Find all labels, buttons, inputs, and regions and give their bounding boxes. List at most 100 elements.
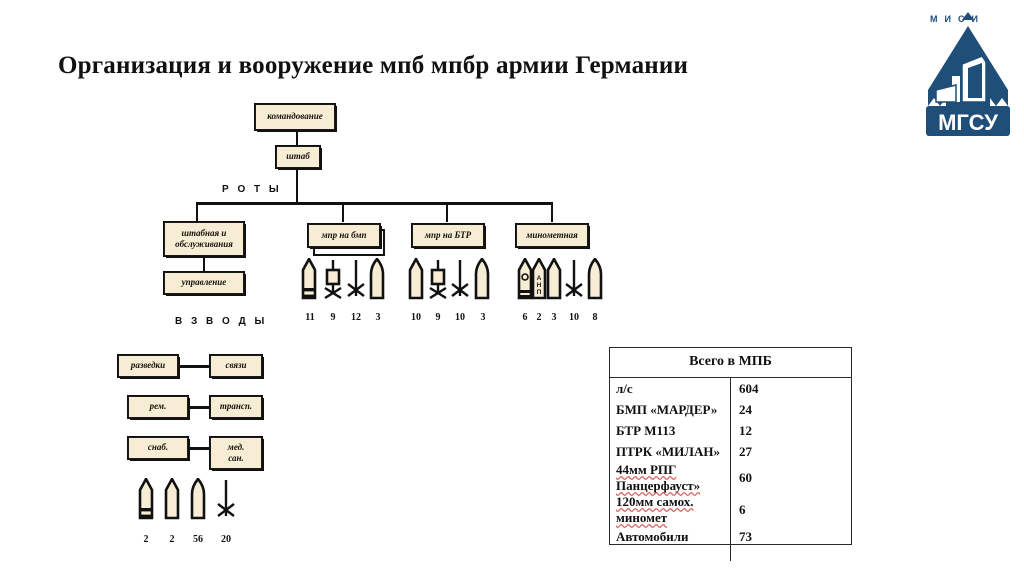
connector-support-row-2 [188,406,210,409]
support-box-medsan-line1: мед. [227,441,245,452]
support-box-rem[interactable]: рем. [128,396,188,418]
summary-row-label-4: ПТРК «МИЛАН» [616,443,720,459]
equipment-group-2: 10 9 10 3 [407,258,497,328]
companies-label: Р О Т Ы [222,184,282,195]
org-box-company-4-label: минометная [526,229,578,240]
org-box-company-1[interactable]: штабная и обслуживания [164,222,244,256]
equipment-count-1-1: 11 [305,312,315,323]
org-box-command[interactable]: командование [255,104,335,130]
connector-drop-company-3 [446,202,448,222]
summary-row-value-5: 60 [730,462,851,494]
table-row: БМП «МАРДЕР» 24 [610,399,851,420]
connector-support-row-1 [178,365,210,368]
org-box-company-1-line2: обслуживания [175,239,233,249]
vehicle-icon [473,258,491,300]
table-row: БТР М113 12 [610,420,851,441]
org-box-company-3-label: мпр на БТР [424,229,472,240]
summary-row-label-1: л/с [616,380,633,396]
support-box-snab[interactable]: снаб. [128,437,188,459]
support-count-1: 2 [143,534,149,545]
org-box-company-2-label: мпр на бмп [321,229,367,240]
summary-table-header: Всего в МПБ [610,348,851,378]
equipment-group-1: 11 9 12 3 [300,258,390,328]
support-box-transp-label: трансп. [219,401,253,412]
equipment-count-3-4: 10 [569,312,579,323]
equipment-count-2-4: 3 [480,312,486,323]
vehicle-icon [189,478,207,520]
summary-row-label-5: 44мм РПГ Панцерфауст» [616,462,701,493]
org-box-staff[interactable]: штаб [276,146,320,168]
mortar-tripod-icon [347,260,365,300]
page-title: Организация и вооружение мпб мпбр армии … [58,52,689,79]
table-row: Автомобили 73 [610,526,851,547]
summary-row-value-6: 6 [730,494,851,526]
ifv-icon [137,478,155,520]
summary-row-label-2: БМП «МАРДЕР» [616,401,718,417]
connector-drop-company-1 [196,202,198,222]
mortar-tripod-icon [565,260,583,300]
org-box-company-4[interactable]: минометная [516,224,588,247]
support-box-transp[interactable]: трансп. [210,396,262,418]
svg-text:П: П [537,289,542,296]
support-box-svyazi[interactable]: связи [210,355,262,377]
equipment-count-3-2: 2 [536,312,542,323]
support-box-medsan-line2: сан. [228,453,244,463]
equipment-count-1-2: 9 [330,312,336,323]
table-row: 44мм РПГ Панцерфауст» 60 [610,462,851,494]
vehicle-icon [586,258,604,300]
equipment-count-2-2: 9 [435,312,441,323]
table-row: л/с 604 [610,377,851,399]
connector-command-staff [296,130,298,146]
org-box-control[interactable]: управление [164,272,244,294]
apc-icon [163,478,181,520]
table-row: 120мм самох. миномет 6 [610,494,851,526]
org-box-command-label: командование [267,111,323,122]
apc-icon [407,258,425,300]
atgm-launcher-icon [428,260,448,300]
mgsu-logo: МИСИ МГСУ [916,6,1020,146]
equipment-count-3-5: 8 [592,312,598,323]
mortar-tripod-icon [451,260,469,300]
ifv-icon [516,258,534,300]
summary-row-label-7: Автомобили [616,528,689,544]
org-box-control-label: управление [181,277,227,288]
svg-text:МИСИ: МИСИ [930,14,985,24]
equipment-count-2-1: 10 [411,312,421,323]
mortar-tripod-icon [217,480,235,520]
equipment-count-3-3: 3 [551,312,557,323]
mgsu-logo-mark: МИСИ МГСУ [926,12,1010,136]
platoons-label: В З В О Д Ы [175,316,268,327]
org-box-company-2[interactable]: мпр на бмп [308,224,380,247]
connector-support-row-3 [188,447,210,450]
support-box-svyazi-label: связи [225,360,247,371]
equipment-count-2-3: 10 [455,312,465,323]
support-box-medsan[interactable]: мед. сан. [210,437,262,469]
support-count-4: 20 [221,534,231,545]
summary-row-label-6: 120мм самох. миномет [616,494,694,525]
connector-company1-control [203,256,205,272]
anp-vehicle-icon: А Н П [530,258,548,300]
support-box-rem-label: рем. [149,401,167,412]
apc-icon [545,258,563,300]
org-box-company-1-line1: штабная и [181,227,227,238]
svg-text:МГСУ: МГСУ [938,110,998,135]
svg-text:Н: Н [537,282,542,289]
support-count-3: 56 [193,534,203,545]
equipment-group-3: А Н П 6 2 3 10 8 [516,258,616,328]
support-box-razvedki[interactable]: разведки [118,355,178,377]
org-box-staff-label: штаб [286,151,310,162]
summary-row-value-7: 73 [730,526,851,547]
equipment-count-1-3: 12 [351,312,361,323]
support-equipment-group: 2 2 56 20 [137,478,247,548]
org-box-company-3[interactable]: мпр на БТР [412,224,484,247]
summary-table: Всего в МПБ л/с 604 БМП «МАРДЕР» 24 БТР … [609,347,852,561]
connector-drop-company-4 [551,202,553,222]
connector-staff-bus [296,168,298,202]
atgm-launcher-icon [323,260,343,300]
support-count-2: 2 [169,534,175,545]
support-box-snab-label: снаб. [147,442,169,453]
vehicle-icon [368,258,386,300]
connector-companies-bus [196,202,552,205]
summary-row-label-3: БТР М113 [616,422,676,438]
